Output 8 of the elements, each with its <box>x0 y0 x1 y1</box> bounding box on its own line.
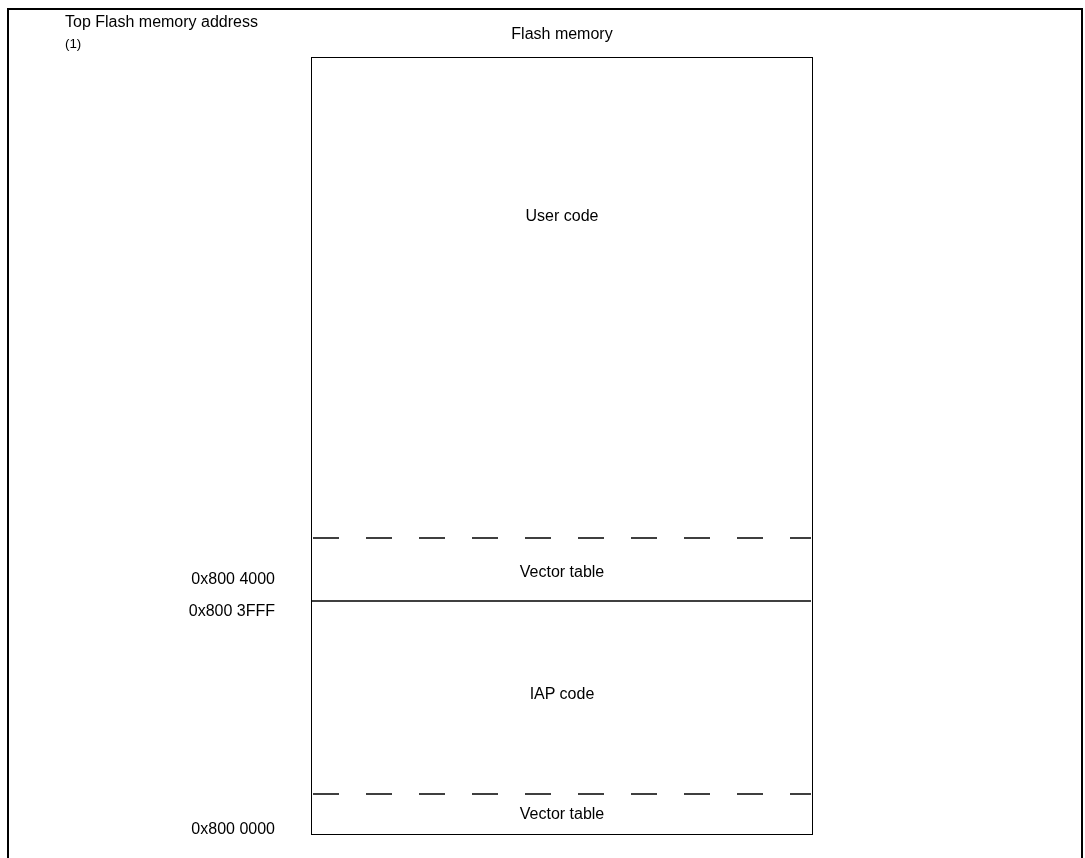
memory-heading: Flash memory <box>510 24 614 43</box>
address-label: 0x800 4000 <box>190 569 275 589</box>
region-label: Vector table <box>518 562 606 581</box>
address-label: 0x800 0000 <box>190 819 275 839</box>
region-label: IAP code <box>528 684 596 703</box>
region-label: Vector table <box>518 804 606 823</box>
address-label: 0x800 3FFF <box>187 601 275 621</box>
region-label: User code <box>524 206 600 225</box>
